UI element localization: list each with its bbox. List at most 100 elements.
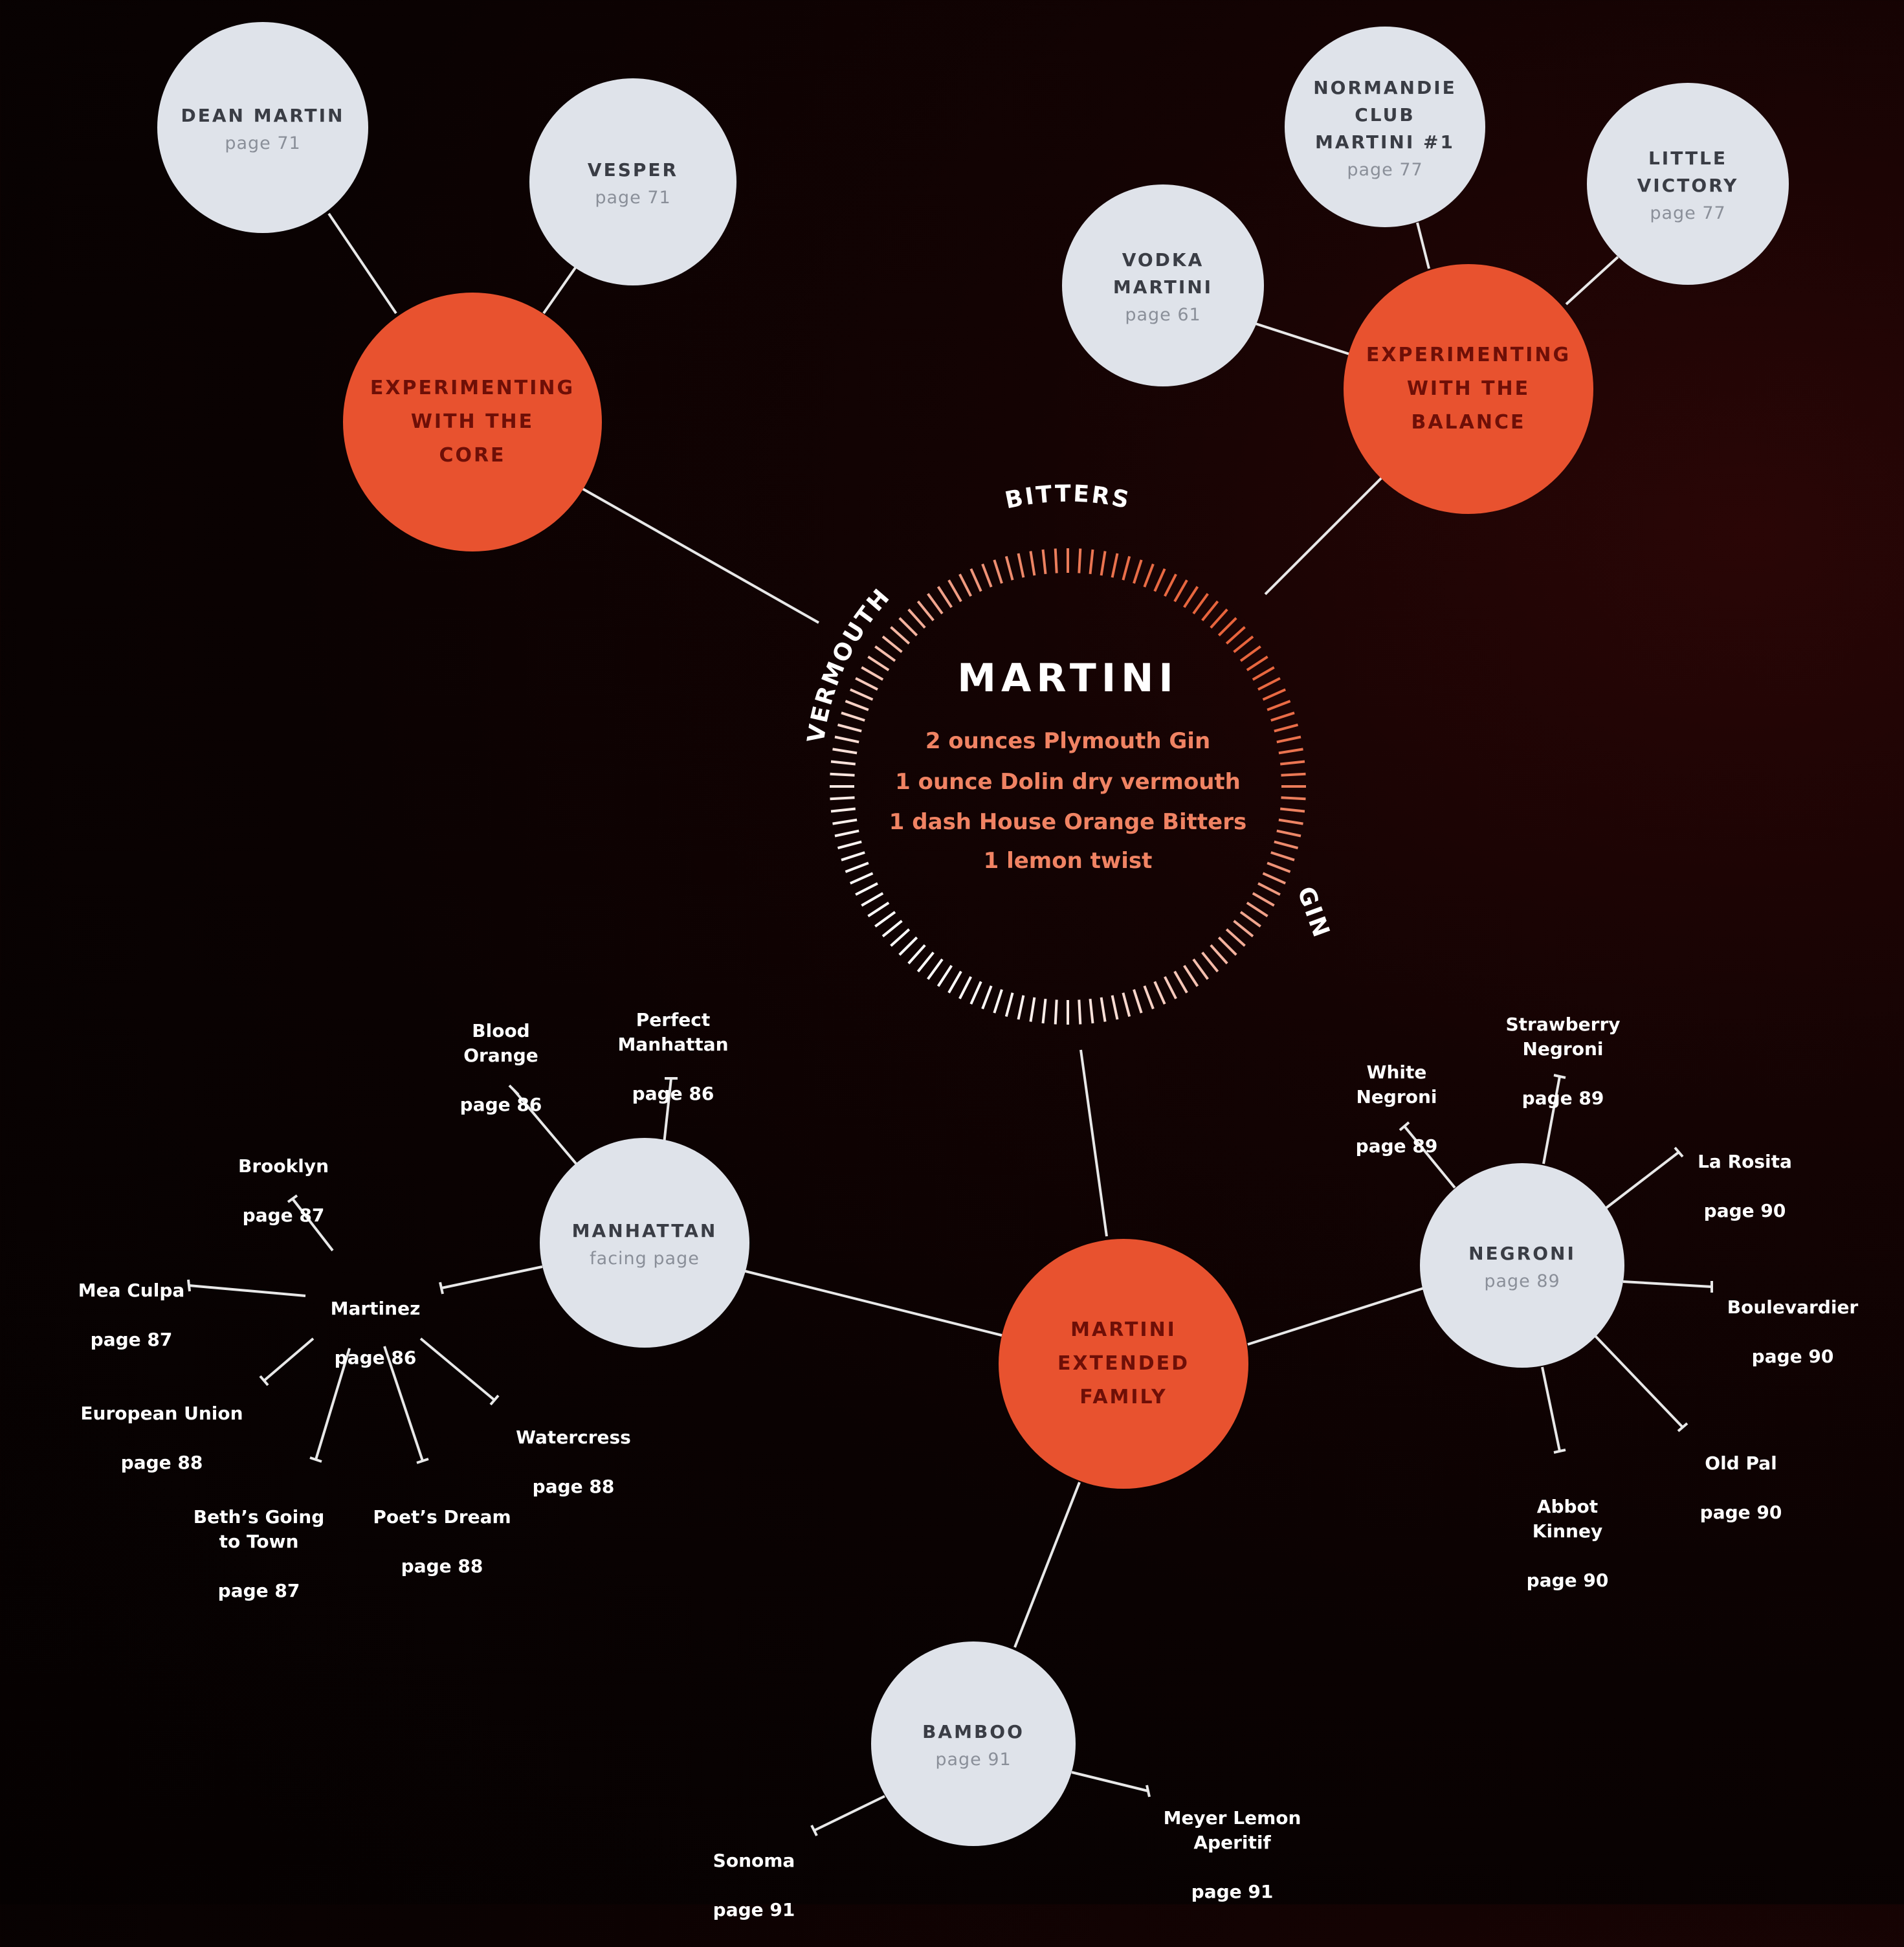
ingredient-line: 2 ounces Plymouth Gin	[925, 728, 1211, 754]
variation-name: Meyer Lemon Aperitif	[1163, 1807, 1301, 1853]
connector-line	[291, 1197, 334, 1252]
variation-name: Poet’s Dream	[373, 1506, 511, 1528]
connector-lines	[187, 212, 1713, 1836]
cocktail-node-bamboo[interactable]: BAMBOO page 91	[871, 1641, 1076, 1846]
variation-meyer-lemon-aperitif[interactable]: Meyer Lemon Aperitif page 91	[1164, 1781, 1301, 1929]
connector-line	[1146, 1785, 1151, 1797]
ring-tick	[1201, 600, 1219, 621]
cocktail-page: facing page	[590, 1248, 700, 1269]
cocktail-node-manhattan[interactable]: MANHATTAN facing page	[540, 1138, 749, 1348]
cocktail-name: DEAN MARTIN	[181, 104, 345, 126]
group-label: MARTINI EXTENDED FAMILY	[1057, 1318, 1190, 1408]
group-node-family[interactable]: MARTINI EXTENDED FAMILY	[999, 1239, 1248, 1489]
ring-tick	[1004, 992, 1014, 1018]
ring-tick	[1192, 593, 1209, 615]
group-node-core[interactable]: EXPERIMENTING WITH THE CORE	[343, 293, 602, 551]
ring-tick	[993, 559, 1003, 584]
connector-line	[810, 1825, 818, 1836]
ring-tick	[861, 892, 884, 907]
connector-line	[1071, 1771, 1149, 1792]
variation-name: Mea Culpa	[78, 1280, 185, 1301]
ring-tick	[1100, 551, 1107, 576]
connector-line	[309, 1456, 322, 1463]
vermouth-label-text: VERMOUTH	[803, 583, 894, 745]
ring-tick	[969, 568, 982, 592]
ring-tick	[1225, 626, 1246, 645]
variation-poets-dream[interactable]: Poet’s Dream page 88	[373, 1480, 511, 1603]
variation-name: Watercress	[516, 1427, 631, 1448]
connector-line	[814, 1795, 885, 1832]
ring-tick	[1279, 807, 1305, 813]
ring-tick	[1029, 551, 1036, 576]
variation-name: Perfect Manhattan	[617, 1009, 729, 1055]
connector-line	[1565, 256, 1619, 306]
ring-tick	[1054, 548, 1058, 573]
variation-watercress[interactable]: Watercress page 88	[516, 1401, 631, 1524]
variation-page: page 91	[1191, 1881, 1274, 1902]
connector-line	[1013, 1482, 1081, 1648]
ring-tick	[1133, 989, 1143, 1014]
cocktail-page: page 91	[935, 1749, 1012, 1770]
variation-page: page 86	[459, 1094, 542, 1115]
variation-page: page 90	[1703, 1200, 1786, 1221]
variation-name: White Negroni	[1356, 1062, 1437, 1107]
group-label: EXPERIMENTING WITH THE CORE	[370, 377, 575, 467]
ring-tick	[936, 964, 953, 987]
ingredient-line: 1 ounce Dolin dry vermouth	[895, 769, 1241, 795]
connector-line	[1605, 1151, 1680, 1209]
ring-tick	[1233, 920, 1254, 938]
ring-tick	[845, 862, 869, 873]
variation-strawberry-negroni[interactable]: Strawberry Negroni page 89	[1505, 988, 1620, 1135]
variation-old-pal[interactable]: Old Pal page 90	[1700, 1427, 1782, 1550]
variation-page: page 87	[217, 1580, 300, 1601]
variation-perfect-manhattan[interactable]: Perfect Manhattan page 86	[617, 983, 728, 1131]
ring-tick	[849, 688, 874, 701]
cocktail-node-vesper[interactable]: VESPER page 71	[529, 78, 736, 285]
connector-line	[416, 1458, 429, 1464]
ring-tick	[1276, 735, 1301, 744]
ring-tick	[830, 807, 856, 813]
variation-brooklyn[interactable]: Brooklyn page 87	[238, 1129, 329, 1252]
connector-line	[489, 1394, 500, 1406]
ring-tick	[898, 936, 918, 956]
variation-martinez[interactable]: Martinez page 86	[331, 1272, 421, 1395]
variation-page: page 91	[713, 1899, 795, 1920]
variation-european-union[interactable]: European Union page 88	[80, 1377, 243, 1500]
ring-tick	[958, 976, 972, 999]
cocktail-page: page 71	[225, 133, 301, 153]
cocktail-page: page 77	[1650, 203, 1726, 223]
ring-tick	[855, 677, 878, 691]
ring-tick	[861, 666, 884, 681]
variation-beths-going-to-town[interactable]: Beth’s Going to Town page 87	[194, 1480, 325, 1628]
cocktail-node-negroni[interactable]: NEGRONI page 89	[1420, 1163, 1624, 1368]
group-node-balance[interactable]: EXPERIMENTING WITH THE BALANCE	[1344, 264, 1593, 514]
variation-page: page 90	[1751, 1346, 1834, 1367]
ring-tick	[1233, 635, 1254, 653]
variation-name: Beth’s Going to Town	[193, 1506, 325, 1552]
cocktail-node-normandie-club-martini[interactable]: NORMANDIE CLUB MARTINI #1 page 77	[1285, 27, 1485, 227]
ring-tick	[1017, 553, 1025, 578]
variation-mea-culpa[interactable]: Mea Culpa page 87	[78, 1254, 185, 1377]
ring-tick	[1089, 549, 1094, 575]
cocktail-node-dean-martin[interactable]: DEAN MARTIN page 71	[157, 22, 368, 233]
variation-boulevardier[interactable]: Boulevardier page 90	[1727, 1271, 1859, 1394]
ring-tick	[1210, 608, 1228, 629]
ring-tick	[1100, 997, 1107, 1022]
variation-blood-orange[interactable]: Blood Orange page 86	[460, 994, 542, 1142]
variation-la-rosita[interactable]: La Rosita page 90	[1698, 1125, 1792, 1248]
ring-tick	[867, 902, 890, 918]
variation-abbot-kinney[interactable]: Abbot Kinney page 90	[1527, 1470, 1609, 1618]
connector-line	[1416, 222, 1430, 269]
variation-white-negroni[interactable]: White Negroni page 89	[1356, 1036, 1438, 1183]
cocktail-node-little-victory[interactable]: LITTLE VICTORY page 77	[1587, 83, 1789, 285]
ring-tick	[1252, 666, 1275, 681]
connector-line	[742, 1269, 1002, 1337]
ring-tick	[890, 928, 911, 947]
ring-tick	[1153, 981, 1166, 1005]
cocktail-node-vodka-martini[interactable]: VODKA MARTINI page 61	[1062, 184, 1264, 386]
ring-tick	[1278, 818, 1303, 825]
variation-name: Boulevardier	[1727, 1296, 1859, 1318]
variation-sonoma[interactable]: Sonoma page 91	[713, 1824, 795, 1947]
ring-tick	[1267, 862, 1291, 873]
bitters-label-text: BITTERS	[1002, 481, 1131, 515]
